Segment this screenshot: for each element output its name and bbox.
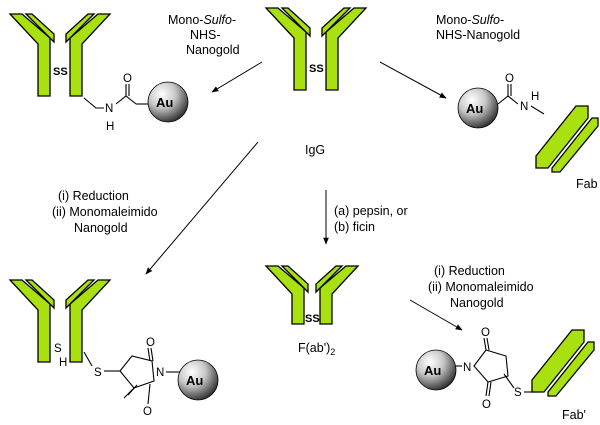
fab-label: Fab (576, 177, 598, 191)
step-label-mid-1: (a) pepsin, or (334, 204, 408, 218)
fab2-label: F(ab')2 (298, 341, 335, 357)
step-label-right-3: Nanogold (450, 296, 504, 310)
sulfur-label: S (94, 367, 102, 379)
disulfide-label: SS (309, 63, 324, 75)
hydrogen-label: H (531, 91, 539, 103)
step-label-left-2: (ii) Monomaleimido (52, 205, 158, 219)
gold-nanoparticle (147, 81, 189, 123)
fab-prime-maleimide-conjugate: Au N O O S (415, 327, 595, 411)
gold-label: Au (424, 363, 441, 378)
sulfur-label: S (54, 343, 62, 355)
gold-label: Au (156, 95, 173, 110)
step-label-left-3: Nanogold (74, 221, 128, 235)
gold-label: Au (186, 373, 203, 388)
nitrogen-label: N (463, 362, 471, 374)
arrow-to-fab-conjugate (379, 61, 447, 99)
fab-prime-label: Fab' (562, 408, 586, 422)
step-label-right-2: (ii) Monomaleimido (428, 280, 534, 294)
igg-label: IgG (305, 143, 325, 157)
nitrogen-label: N (156, 367, 164, 379)
oxygen-label: O (143, 406, 152, 418)
reagent-label-top-left-3: Nanogold (186, 43, 240, 57)
disulfide-label: SS (305, 313, 320, 325)
fab2-fragment: SS (265, 265, 359, 325)
oxygen-label: O (481, 327, 490, 339)
sulfur-label: S (514, 387, 522, 399)
fab-amide-conjugate: Au O N H (457, 73, 599, 173)
nitrogen-label: N (520, 101, 528, 113)
igg-maleimide-conjugate: S H (9, 279, 111, 369)
igg-antibody: SS (265, 7, 367, 91)
arrow-to-thiol-conjugate (145, 141, 259, 275)
oxygen-label: O (505, 73, 514, 85)
gold-label: Au (466, 101, 483, 116)
step-label-mid-2: (b) ficin (334, 220, 375, 234)
disulfide-label: SS (53, 66, 68, 78)
step-label-left-1: (i) Reduction (58, 189, 129, 203)
arrow-to-fab-prime (409, 299, 463, 331)
oxygen-label: O (123, 73, 132, 85)
step-label-right-1: (i) Reduction (434, 264, 505, 278)
gold-nanoparticle (415, 349, 457, 391)
gold-nanoparticle (457, 87, 499, 129)
reagent-label-top-left-2: NHS- (190, 28, 221, 42)
reagent-label-top-right-2: NHS-Nanogold (436, 28, 520, 42)
hydrogen-label: H (106, 121, 114, 133)
amide-linker (83, 97, 104, 109)
arrow-to-igg-conjugate (211, 61, 263, 93)
nitrogen-label: N (105, 103, 113, 115)
oxygen-label: O (482, 399, 491, 411)
oxygen-label: O (146, 337, 155, 349)
gold-nanoparticle (177, 359, 219, 401)
hydrogen-label: H (59, 357, 67, 369)
reagent-label-top-right: Mono-Sulfo- (436, 13, 504, 27)
maleimide-linker-left: S O O N Au (83, 337, 219, 418)
reagent-label-top-left: Mono-Sulfo- (168, 13, 236, 27)
igg-amide-conjugate: SS N H O Au (9, 13, 189, 133)
